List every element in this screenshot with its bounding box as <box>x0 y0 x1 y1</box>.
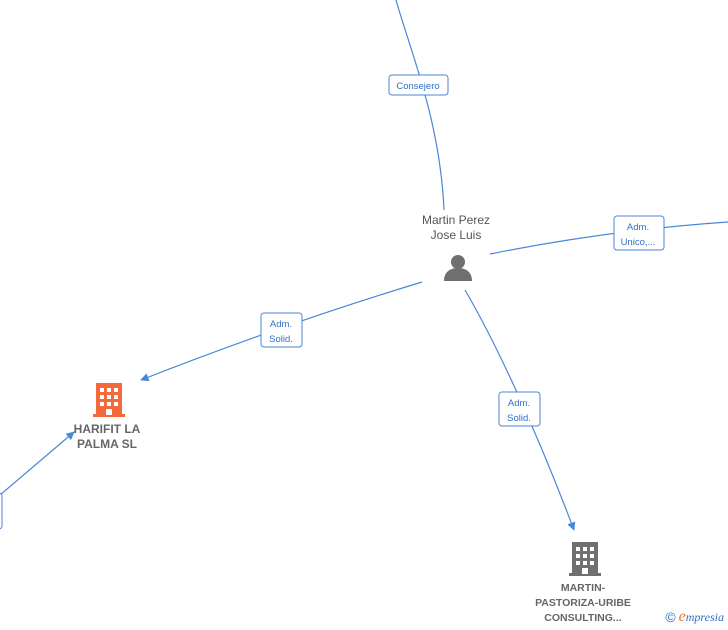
company-name-line1: HARIFIT LA <box>74 422 141 436</box>
svg-text:Consejero: Consejero <box>396 81 439 92</box>
svg-text:Adm.: Adm. <box>508 398 530 409</box>
company-node-harifit[interactable]: HARIFIT LA PALMA SL <box>74 383 141 451</box>
person-name-line1: Martin Perez <box>422 213 490 227</box>
building-icon <box>569 542 601 576</box>
svg-text:Adm.: Adm. <box>270 319 292 330</box>
edge-label-adm-unico[interactable]: Adm. Unico,... <box>613 215 665 251</box>
company-name-line2: PALMA SL <box>77 437 137 451</box>
offscreen-edge-label-box <box>0 492 3 530</box>
svg-text:Solid.: Solid. <box>507 413 531 424</box>
company-node-martin-pastoriza[interactable]: MARTIN- PASTORIZA-URIBE CONSULTING... <box>535 542 631 624</box>
company-name-line1: MARTIN- <box>561 582 606 594</box>
company-name-line3: CONSULTING... <box>544 612 621 624</box>
edge-offscreen-to-harifit <box>0 431 75 496</box>
svg-text:Adm.: Adm. <box>627 222 649 233</box>
edge-adm-unico <box>489 221 728 255</box>
edge-consejero <box>395 0 445 211</box>
brand-logo: empresia <box>678 608 724 625</box>
person-icon <box>444 255 472 281</box>
person-name-line2: Jose Luis <box>431 228 482 242</box>
svg-text:Unico,...: Unico,... <box>621 237 656 248</box>
edge-label-consejero[interactable]: Consejero <box>388 74 449 96</box>
copyright-symbol: © <box>665 609 676 625</box>
building-icon <box>93 383 125 417</box>
company-name-line2: PASTORIZA-URIBE <box>535 597 631 609</box>
edge-label-adm-solid-harifit[interactable]: Adm. Solid. <box>260 312 303 348</box>
svg-text:Solid.: Solid. <box>269 334 293 345</box>
person-node-martin-perez[interactable]: Martin Perez Jose Luis <box>422 213 490 281</box>
empresia-watermark[interactable]: © empresia <box>665 608 724 626</box>
edge-label-adm-solid-martin[interactable]: Adm. Solid. <box>498 391 541 427</box>
